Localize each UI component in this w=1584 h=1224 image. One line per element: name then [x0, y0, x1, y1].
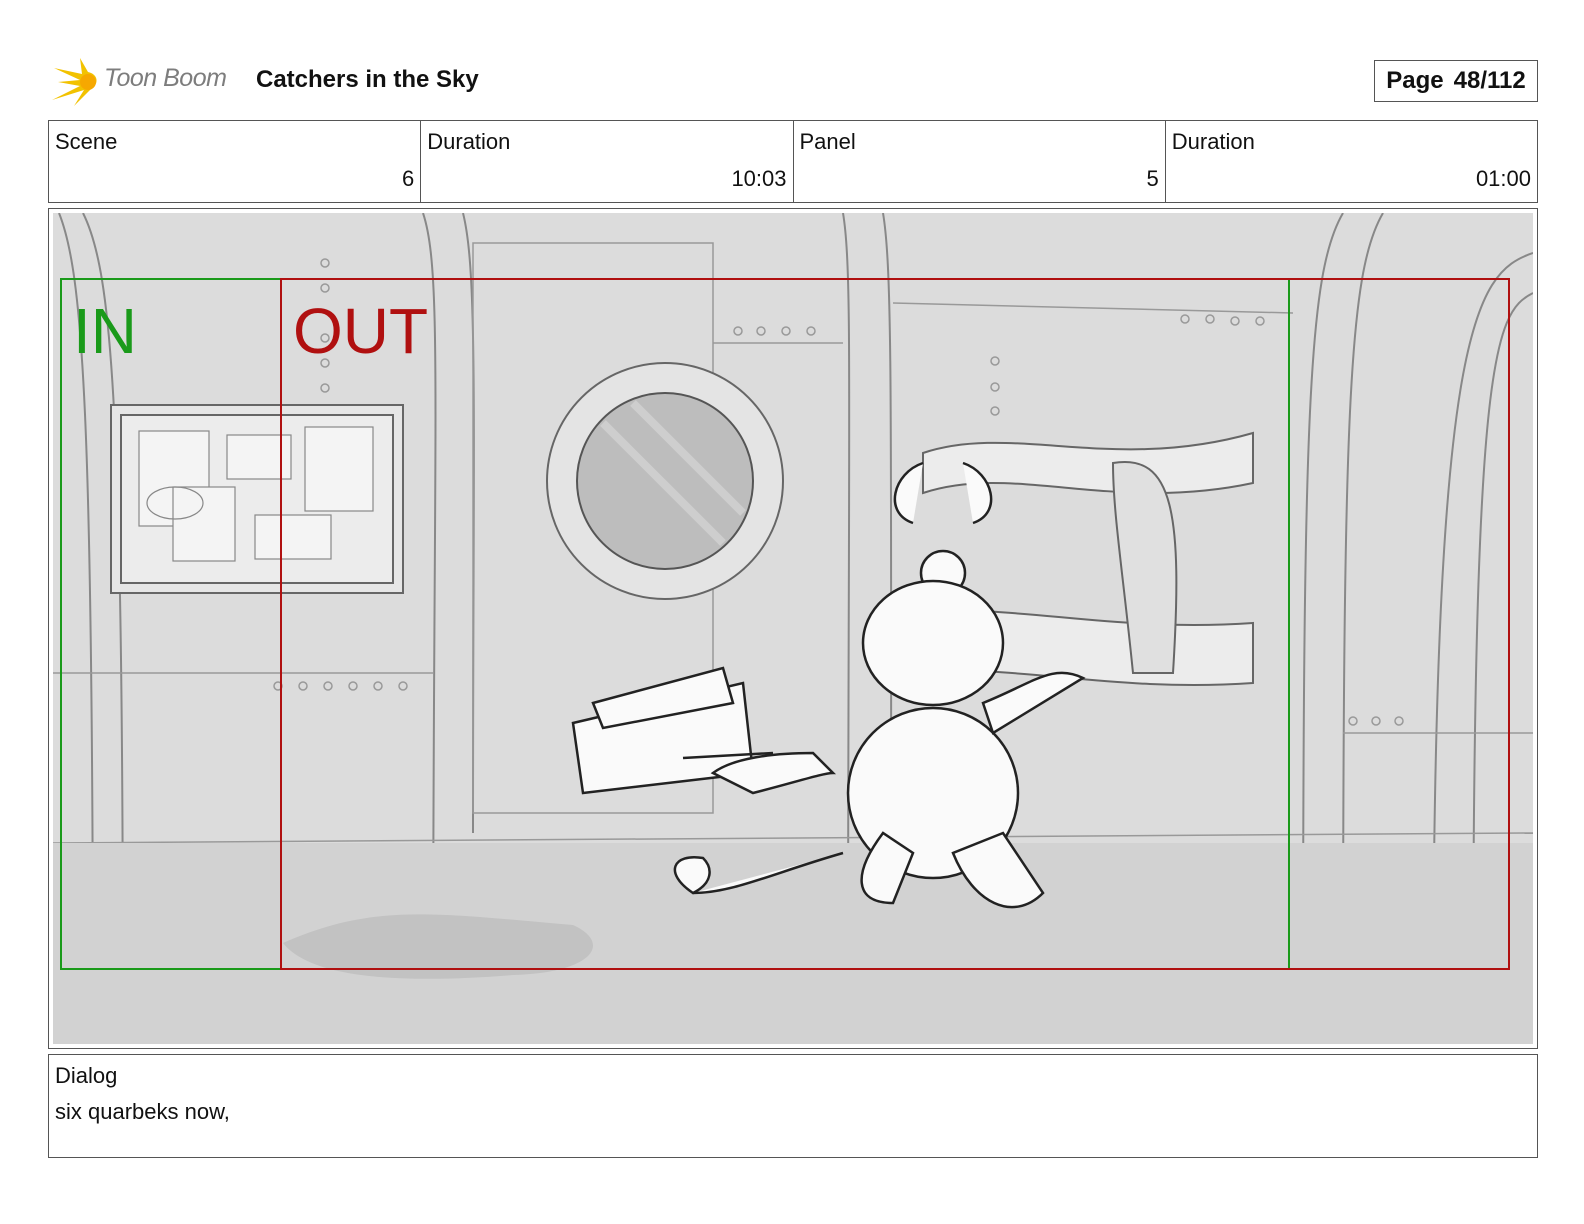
toon-boom-logo: Toon Boom [50, 54, 240, 108]
camera-in-label: IN [73, 295, 137, 367]
panel-duration-value: 01:00 [1475, 166, 1531, 191]
starburst-icon [52, 58, 97, 106]
scene-duration-value: 10:03 [731, 166, 787, 191]
panel-value: 5 [1146, 166, 1159, 191]
panel-duration-label: Duration [1171, 129, 1255, 154]
logo-text: Toon Boom [104, 64, 227, 92]
scene-label: Scene [55, 129, 118, 154]
dialog-box: Dialog six quarbeks now, [48, 1054, 1538, 1158]
project-title: Catchers in the Sky [256, 66, 479, 93]
panel-cell: Panel 5 [794, 121, 1166, 202]
scene-value: 6 [402, 166, 415, 191]
page-indicator: Page 48/112 [1374, 60, 1538, 102]
camera-out-label: OUT [293, 295, 428, 367]
storyboard-panel: IN OUT [48, 208, 1538, 1049]
panel-label: Panel [799, 129, 856, 154]
page-label: Page [1386, 67, 1444, 94]
scene-duration-cell: Duration 10:03 [421, 121, 794, 202]
dialog-text: six quarbeks now, [55, 1099, 230, 1124]
dialog-label: Dialog [55, 1063, 118, 1088]
page-number: 48/112 [1453, 67, 1526, 94]
scene-info-row: Scene 6 Duration 10:03 Panel 5 Duration … [48, 120, 1538, 203]
panel-duration-cell: Duration 01:00 [1166, 121, 1537, 202]
scene-cell: Scene 6 [49, 121, 422, 202]
scene-duration-label: Duration [427, 129, 511, 154]
panel-sketch: IN OUT [53, 213, 1533, 1044]
